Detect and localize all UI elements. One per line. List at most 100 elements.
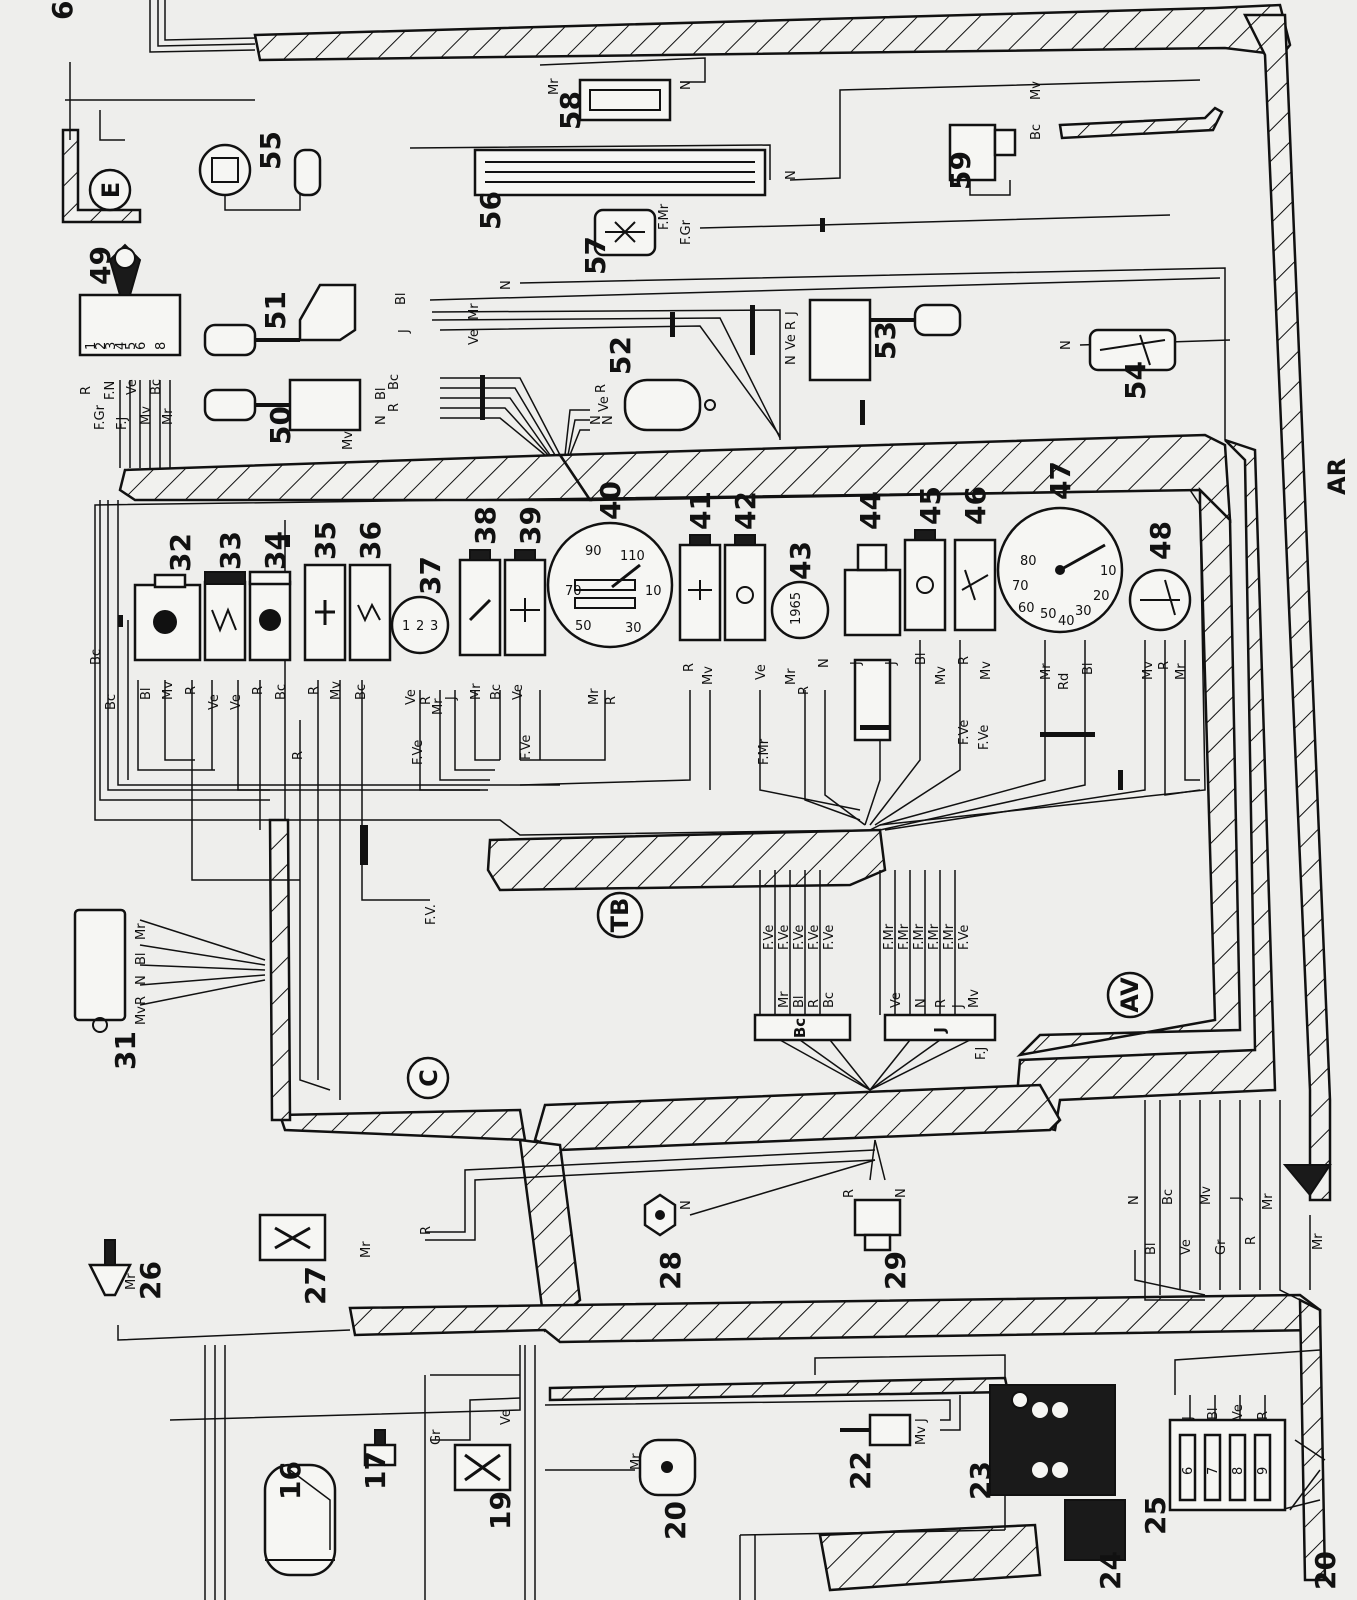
harness-tb [486,828,887,892]
fuse-number: 8 [1231,1467,1246,1475]
wire-label: N [601,415,616,425]
wire-label: Mv [1141,661,1156,680]
tacho-tick: 10 [1100,564,1117,579]
tacho-tick: 30 [1075,604,1092,619]
label-40: 40 [594,481,627,520]
component-59 [948,123,1017,196]
wire-bundles [65,0,1326,1600]
harness-lower-v [518,1138,582,1333]
label-42: 42 [729,491,762,530]
component-35 [303,563,347,662]
wire-label: Ve [207,694,222,710]
wire-label: Mr [777,991,792,1008]
wire-label: F.N [103,381,118,400]
wire-label: Rd [1057,673,1072,690]
harness-right-bottom [1298,1297,1327,1582]
wire-label: Mv [329,681,344,700]
wire-label: Bl [792,995,807,1008]
wire-label: Mr [629,1453,644,1470]
label-49: 49 [84,246,117,285]
wire-label: Bl [1081,662,1096,675]
label-54: 54 [1119,361,1152,400]
wire-label: N [784,355,799,365]
wire-label: F.Gr [679,219,694,245]
wire-label: N [679,80,694,90]
wire-label: Ve [467,329,482,345]
speedo-tick: 10 [645,584,662,599]
wire-label: Bl [374,387,389,400]
wire-label: Mv [701,666,716,685]
wire-label: F.Mr [897,923,912,950]
component-19 [453,1443,512,1492]
wire-label: F.Ve [957,925,972,950]
harness-top [253,3,1292,62]
wire-label: R [594,384,609,393]
wire-label: J [1229,1196,1244,1201]
component-55 [198,143,322,211]
label-25: 25 [1139,1496,1172,1535]
wire-label: Bl [1206,1407,1221,1420]
wire-label: Mr [469,683,484,700]
dial-mark: 3 [430,619,438,634]
harness-left-vert [268,818,292,1122]
wire-label: J [444,696,459,701]
wire-label: F.J [115,417,130,430]
label-22: 22 [844,1451,877,1490]
component-54 [1088,328,1177,372]
wire-label: J [1181,1416,1196,1421]
component-16 [263,1463,337,1577]
hub-c-label: C [415,1069,443,1087]
speedo-tick: 110 [620,549,645,564]
component-27 [258,1213,327,1262]
wire-label: Mr [587,688,602,705]
label-20: 20 [659,1501,692,1540]
component-53 [808,298,962,382]
label-53: 53 [869,321,902,360]
label-58: 58 [554,91,587,130]
label-46: 46 [959,486,992,525]
wire-label: F.Ve [411,740,426,765]
wire-label: N [1127,1195,1142,1205]
hub-e-label: E [97,182,125,198]
component-46 [953,538,997,632]
label-59: 59 [944,151,977,190]
harness-lower-h [533,1083,1062,1152]
component-32 [133,573,202,662]
label-45: 45 [914,486,947,525]
wire-label: Bl [134,952,149,965]
wire-label: R [387,403,402,412]
component-26 [87,1239,133,1297]
wire-label: Ve [511,684,526,700]
wire-label: Mr [784,668,799,685]
wire-label: N [1059,340,1074,350]
component-49-lighting-switch: 1 2 3 4 5 6 8 [78,243,182,357]
label-35: 35 [309,521,342,560]
hub-c: C [406,1056,450,1100]
pos-label: 8 [154,342,169,350]
wire-label: Ve [754,664,769,680]
harness-bottom-block [818,1523,1042,1592]
wire-label: R [807,999,822,1008]
label-57: 57 [579,236,612,275]
wire-label: Bl [914,652,929,665]
wire-label: Bc [822,992,837,1008]
component-42 [723,534,767,642]
wire-label: F.J [974,1047,989,1060]
wire-label: R [291,751,306,760]
wire-label: F.Mr [927,923,942,950]
connector-block-j: J [883,1013,997,1042]
label-43: 43 [784,541,817,580]
wire-label: Ve [125,379,140,395]
wire-label: R [604,696,619,705]
wire-label: Bc [1161,1189,1176,1205]
label-24: 24 [1094,1551,1127,1590]
wire-label: R [1244,1236,1259,1245]
wire-label: Mr [1039,663,1054,680]
component-23 [989,1384,1116,1496]
label-23: 23 [964,1461,997,1500]
wire-label: F.V. [424,904,439,925]
wire-label: F.Mr [757,738,772,765]
wire-label: Mv [161,681,176,700]
wire-label: F.Ve [807,925,822,950]
